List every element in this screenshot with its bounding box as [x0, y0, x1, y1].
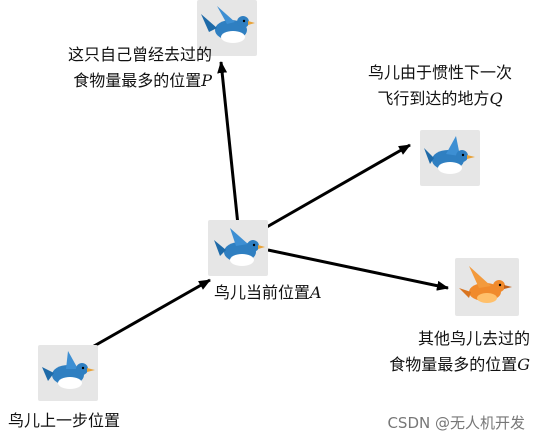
label-current-text: 鸟儿当前位置	[214, 283, 311, 302]
label-inertia-var: Q	[489, 89, 503, 108]
label-inertia: 鸟儿由于惯性下一次 飞行到达的地方Q	[350, 60, 530, 112]
label-inertia-line1: 鸟儿由于惯性下一次	[367, 63, 512, 82]
label-previous: 鸟儿上一步位置	[8, 408, 120, 434]
label-current-var: A	[310, 283, 322, 302]
label-inertia-line2: 飞行到达的地方	[377, 89, 490, 108]
bird-icon-previous	[38, 345, 98, 401]
label-personal-best: 这只自己曾经去过的 食物量最多的位置P	[22, 42, 212, 94]
label-previous-text: 鸟儿上一步位置	[8, 411, 121, 430]
arrow-current-to-inertia	[264, 143, 411, 230]
arrow-current-to-personal-best	[217, 61, 240, 226]
label-global-best-var: G	[517, 355, 530, 374]
watermark: CSDN @无人机开发	[387, 414, 525, 432]
bird-icon-inertia	[420, 130, 480, 186]
arrow-current-to-global-best	[267, 248, 449, 291]
bird-icon-global-best	[455, 258, 519, 316]
bird-icon-personal-best	[197, 0, 257, 56]
bird-icon-current	[208, 220, 268, 276]
label-global-best: 其他鸟儿去过的 食物量最多的位置G	[340, 326, 530, 378]
label-global-best-line2: 食物量最多的位置	[389, 355, 518, 374]
label-personal-best-line2: 食物量最多的位置	[73, 71, 202, 90]
label-personal-best-line1: 这只自己曾经去过的	[67, 45, 212, 64]
label-global-best-line1: 其他鸟儿去过的	[417, 329, 530, 348]
label-current: 鸟儿当前位置A	[214, 280, 322, 306]
label-personal-best-var: P	[201, 71, 212, 90]
